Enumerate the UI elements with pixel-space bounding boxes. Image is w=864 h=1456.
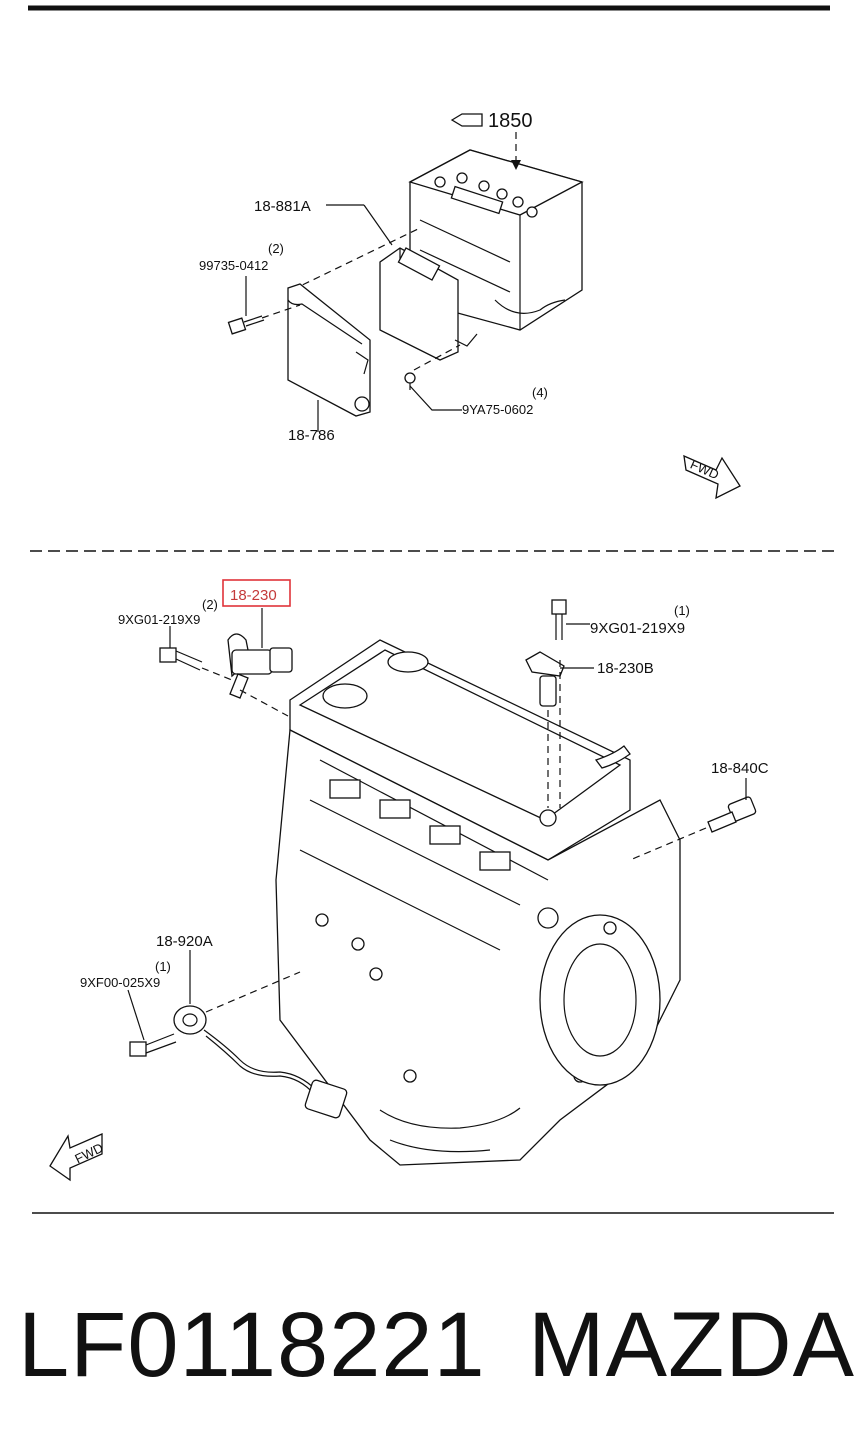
label-99735-0412: 99735-0412 [199,258,268,273]
bolt-9xf00 [127,989,177,1057]
label-18-230: 18-230 [230,587,277,604]
knock-sensor-18-920a [173,950,348,1119]
cam-sensor-18-230 [227,608,293,717]
fwd-arrow-bottom: FWD [49,1133,106,1182]
label-18-881a: 18-881A [254,198,311,215]
highlight-box [222,579,291,607]
label-18-786: 18-786 [288,427,335,444]
label-left-bolt-qty: (2) [202,597,218,612]
label-screw-qty: (4) [532,385,548,400]
temp-sensor-18-840c [629,778,757,861]
brand-name: MAZDA [528,1294,855,1396]
label-knock-bolt-qty: (1) [155,959,171,974]
label-bolt-qty: (2) [268,241,284,256]
ecu-cover [287,283,371,417]
fwd-label-bottom: FWD [72,1140,105,1166]
bolt-right-9xg01 [551,599,590,640]
label-9ya75-0602: 9YA75-0602 [462,402,533,417]
fwd-arrow-top: FWD [683,454,741,500]
ecu-module [291,227,478,361]
bolt-left-9xg01 [159,626,233,681]
label-right-9xg01: 9XG01-219X9 [590,620,685,637]
label-left-9xg01: 9XG01-219X9 [118,612,200,627]
cam-sensor-18-230b [525,651,594,808]
reference-arrow: 1850 [450,110,533,170]
bolt-99735 [227,276,301,335]
part-number: LF0118221 [18,1294,486,1396]
label-18-840c: 18-840C [711,760,769,777]
screw-9ya75 [404,344,462,411]
label-9xf00-025x9: 9XF00-025X9 [80,975,160,990]
label-18-920a: 18-920A [156,933,213,950]
label-right-bolt-qty: (1) [674,603,690,618]
label-18-230b: 18-230B [597,660,654,677]
engine-block [275,639,681,1166]
footer: LF0118221 MAZDA [0,1285,864,1405]
ref-label-1850: 1850 [488,110,533,132]
